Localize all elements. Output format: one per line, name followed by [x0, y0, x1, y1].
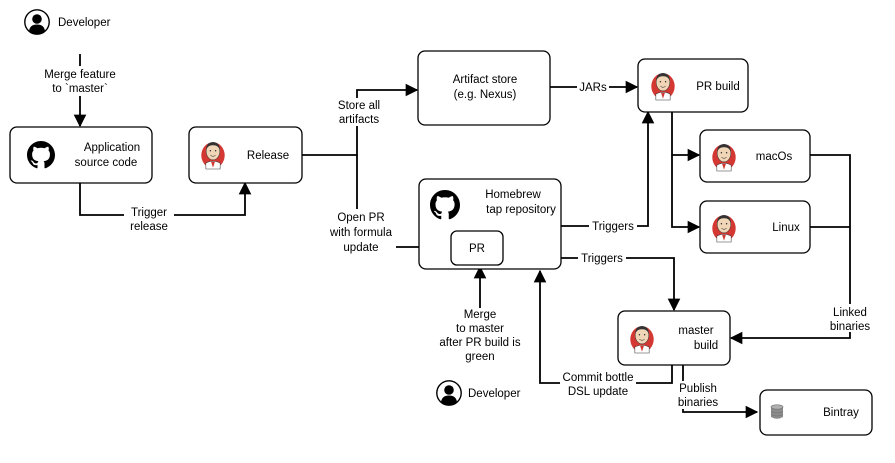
node-macos: macOs — [699, 129, 811, 183]
pr-build-label: PR build — [696, 81, 739, 93]
pr-label: PR — [469, 243, 485, 255]
jars-label: JARs — [579, 82, 607, 94]
linked-binaries-label-1: Linked — [833, 307, 867, 319]
developer-bottom-label: Developer — [468, 388, 521, 400]
merge-master-label-2: to master — [456, 323, 504, 335]
store-all-label-1: Store all — [338, 100, 380, 112]
linked-binaries-label-2: binaries — [830, 321, 871, 333]
merge-master-label-4: green — [465, 351, 494, 363]
macos-label: macOs — [756, 151, 793, 163]
developer-icon — [24, 9, 50, 35]
node-linux: Linux — [699, 200, 811, 254]
developer-top: Developer — [24, 9, 111, 35]
edge-publish-binaries — [682, 365, 759, 419]
open-pr-label-3: update — [343, 242, 378, 254]
trigger-release-label-1: Trigger — [131, 207, 167, 219]
triggers-master-label: Triggers — [581, 253, 623, 265]
developer-icon — [436, 380, 462, 406]
node-homebrew-tap: Homebrew tap repository PR — [418, 178, 562, 270]
open-pr-label-2: with formula — [329, 227, 393, 239]
open-pr-label-1: Open PR — [337, 212, 384, 224]
developer-top-label: Developer — [58, 17, 111, 29]
publish-binaries-label-1: Publish — [679, 383, 717, 395]
database-icon — [770, 404, 784, 420]
edge-labels: Merge feature to `master` Trigger releas… — [38, 66, 876, 409]
commit-bottle-label-2: DSL update — [568, 386, 628, 398]
node-master-build: master build — [617, 310, 731, 366]
merge-master-label-1: Merge — [464, 309, 497, 321]
edge-pr-to-linux — [671, 155, 701, 234]
edge-triggers-master-build — [561, 257, 681, 312]
edge-triggers-pr-build — [561, 110, 655, 227]
artifact-store-label-2: (e.g. Nexus) — [454, 89, 517, 101]
edge-pr-to-macos — [671, 112, 701, 162]
master-build-label-2: build — [694, 340, 718, 352]
trigger-release-label-2: release — [130, 221, 168, 233]
app-source-label-2: source code — [75, 157, 138, 169]
developer-bottom: Developer — [436, 380, 521, 406]
node-artifact-store: Artifact store (e.g. Nexus) — [417, 50, 551, 126]
homebrew-label-2: tap repository — [486, 204, 556, 216]
node-application-source: Application source code — [9, 126, 153, 184]
node-release: Release — [188, 126, 303, 184]
master-build-label-1: master — [678, 325, 713, 337]
publish-binaries-label-2: binaries — [678, 397, 719, 409]
commit-bottle-label-1: Commit bottle — [563, 372, 634, 384]
bintray-label: Bintray — [823, 407, 859, 419]
node-bintray: Bintray — [759, 389, 873, 436]
artifact-store-label-1: Artifact store — [453, 74, 518, 86]
merge-feature-label-2: to `master` — [52, 83, 108, 95]
store-all-label-2: artifacts — [339, 114, 380, 126]
merge-master-label-3: after PR build is — [439, 337, 520, 349]
edge-linked-binaries — [729, 154, 851, 345]
release-label: Release — [247, 150, 289, 162]
homebrew-label-1: Homebrew — [485, 189, 541, 201]
linux-label: Linux — [772, 222, 800, 234]
merge-feature-label-1: Merge feature — [44, 69, 116, 81]
node-pr-build: PR build — [637, 58, 749, 113]
triggers-pr-label: Triggers — [592, 221, 634, 233]
node-pr: PR — [450, 230, 504, 266]
app-source-label-1: Application — [84, 142, 140, 154]
